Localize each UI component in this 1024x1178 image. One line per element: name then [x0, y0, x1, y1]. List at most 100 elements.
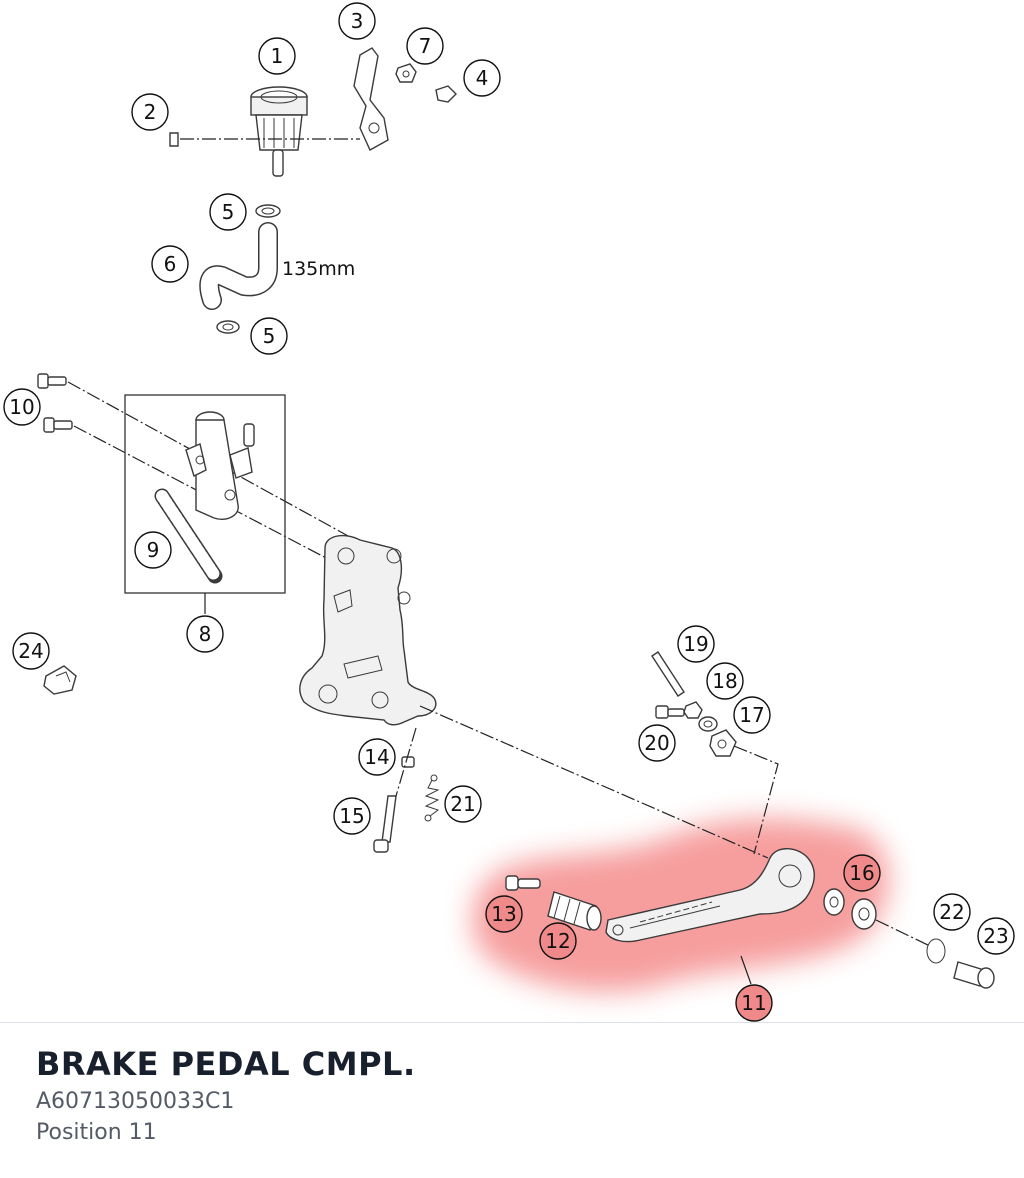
callout-number: 13: [491, 902, 516, 926]
callout-4[interactable]: 4: [463, 59, 501, 97]
master-cylinder-part: [185, 411, 255, 520]
callout-8[interactable]: 8: [186, 615, 224, 653]
callout-circle: [258, 37, 296, 75]
part-number: A60713050033C1: [36, 1089, 235, 1114]
pin-19-part: [651, 651, 685, 697]
callout-number: 7: [419, 34, 432, 58]
callout-number: 18: [712, 669, 737, 693]
callout-circle: [706, 662, 744, 700]
callout-number: 19: [683, 632, 708, 656]
callout-number: 10: [9, 395, 34, 419]
bolt-20-part: [655, 705, 685, 719]
callout-circle: [933, 893, 971, 931]
callout-1[interactable]: 1: [258, 37, 296, 75]
callout-circle: [444, 785, 482, 823]
callout-23[interactable]: 23: [977, 917, 1015, 955]
callout-number: 16: [849, 861, 874, 885]
callout-number: 5: [222, 200, 235, 224]
callout-number: 1: [271, 44, 284, 68]
footrest-bracket-part: [299, 534, 437, 726]
callout-21[interactable]: 21: [444, 785, 482, 823]
callout-number: 14: [364, 745, 389, 769]
washer-16b-part: [851, 898, 877, 930]
callout-7[interactable]: 7: [406, 27, 444, 65]
callout-9[interactable]: 9: [134, 531, 172, 569]
washer-17-part: [698, 716, 718, 732]
callout-14[interactable]: 14: [358, 738, 396, 776]
callout-2[interactable]: 2: [131, 93, 169, 131]
callout-6[interactable]: 6: [151, 245, 189, 283]
callout-circle: [333, 797, 371, 835]
hose-length-label: 135mm: [282, 258, 355, 280]
callout-circle: [733, 696, 771, 734]
callout-number: 4: [476, 66, 489, 90]
callout-circle: [3, 388, 41, 426]
pedal-rubber-part: [547, 891, 602, 931]
reservoir-part: [250, 86, 308, 177]
callout-number: 24: [18, 639, 43, 663]
callout-circle: [638, 724, 676, 762]
callout-circle: [485, 895, 523, 933]
callout-10[interactable]: 10: [3, 388, 41, 426]
callout-12[interactable]: 12: [539, 922, 577, 960]
callout-24[interactable]: 24: [12, 632, 50, 670]
callout-16[interactable]: 16: [843, 854, 881, 892]
callout-number: 11: [741, 991, 766, 1015]
callout-22[interactable]: 22: [933, 893, 971, 931]
footer-panel: BRAKE PEDAL CMPL. A60713050033C1 Positio…: [0, 1022, 1024, 1178]
callout-19[interactable]: 19: [677, 625, 715, 663]
hose-clamp-top-part: [255, 204, 281, 218]
callout-5b[interactable]: 5: [250, 317, 288, 355]
callout-circle: [186, 615, 224, 653]
callout-17[interactable]: 17: [733, 696, 771, 734]
nut-7-part: [395, 63, 417, 83]
callout-circle: [358, 738, 396, 776]
clevis-part: [709, 729, 737, 757]
callout-circle: [12, 632, 50, 670]
callout-number: 17: [739, 703, 764, 727]
pin-23-part: [953, 961, 995, 989]
nut-18-part: [683, 701, 703, 719]
callout-circle: [735, 984, 773, 1022]
washer-16a-part: [823, 888, 845, 916]
callout-circle: [843, 854, 881, 892]
callout-circle: [209, 193, 247, 231]
callout-circle: [977, 917, 1015, 955]
callout-number: 2: [144, 100, 157, 124]
callout-circle: [134, 531, 172, 569]
callout-15[interactable]: 15: [333, 797, 371, 835]
brake-pedal-lever-part: [605, 848, 815, 943]
callout-number: 23: [983, 924, 1008, 948]
spacer-14-part: [401, 756, 415, 768]
callout-number: 20: [644, 731, 669, 755]
callout-circle: [338, 2, 376, 40]
screw-4-part: [435, 85, 457, 103]
position-label: Position 11: [36, 1120, 157, 1145]
circlip-22-part: [926, 938, 946, 964]
clip-24-part: [43, 665, 77, 695]
bolt-10-lower-part: [43, 417, 73, 433]
callout-circle: [539, 922, 577, 960]
callout-circle: [406, 27, 444, 65]
pin-13-part: [505, 875, 541, 891]
assembly-title: BRAKE PEDAL CMPL.: [36, 1045, 416, 1083]
callout-number: 3: [351, 9, 364, 33]
callout-number: 8: [199, 622, 212, 646]
spring-21-part: [424, 774, 440, 822]
callout-circle: [463, 59, 501, 97]
callout-5a[interactable]: 5: [209, 193, 247, 231]
callout-3[interactable]: 3: [338, 2, 376, 40]
hose-part: [199, 222, 278, 310]
callout-18[interactable]: 18: [706, 662, 744, 700]
exploded-parts-diagram: 135mm: [3, 2, 1015, 1022]
callout-20[interactable]: 20: [638, 724, 676, 762]
callout-number: 12: [545, 929, 570, 953]
hose-clamp-bottom-part: [216, 320, 240, 334]
callout-circle: [151, 245, 189, 283]
callout-circle: [131, 93, 169, 131]
callout-number: 21: [450, 792, 475, 816]
callout-11[interactable]: 11: [735, 984, 773, 1022]
callout-13[interactable]: 13: [485, 895, 523, 933]
callout-number: 6: [164, 252, 177, 276]
callout-number: 15: [339, 804, 364, 828]
